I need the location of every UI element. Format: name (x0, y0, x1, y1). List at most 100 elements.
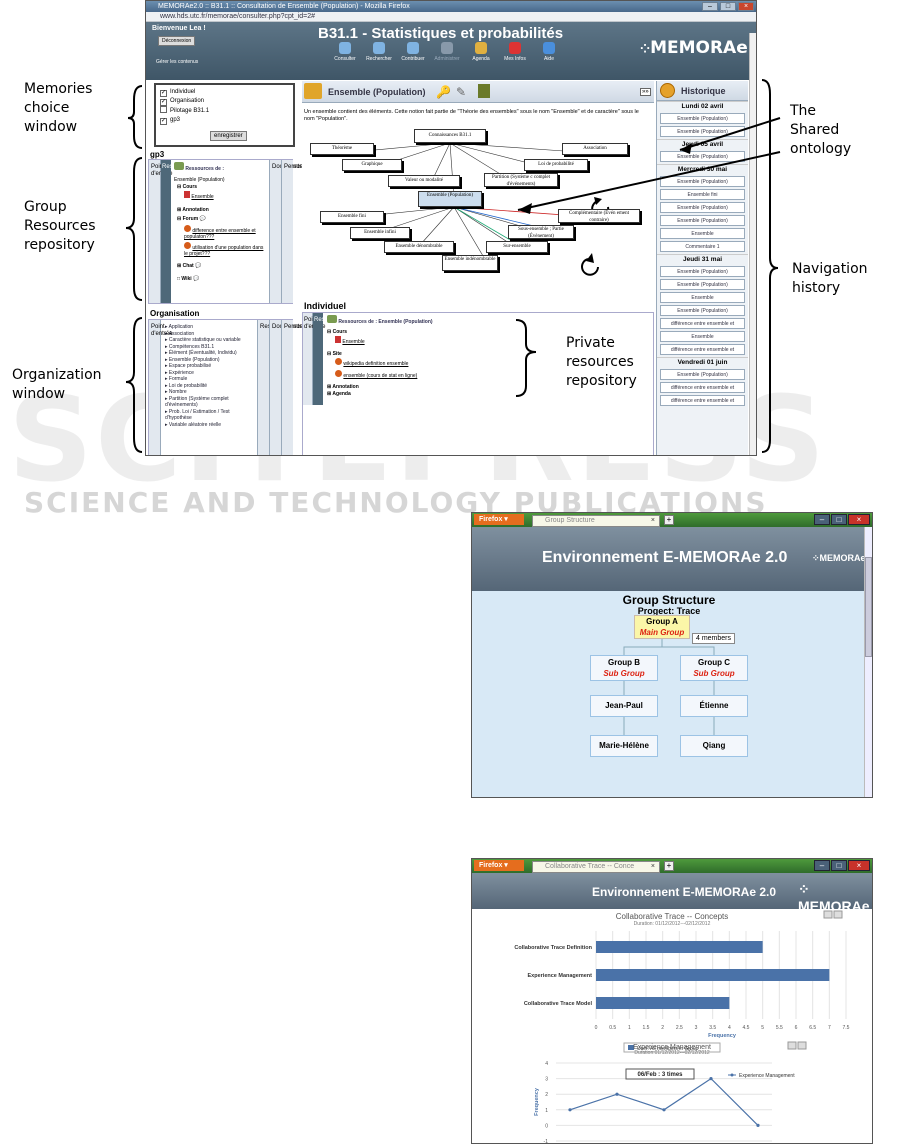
toolbar-0[interactable]: Consulter (328, 42, 362, 62)
node-valeur[interactable]: Valeur ou modalité (388, 175, 460, 187)
search-key-icon[interactable]: 🔑 (436, 85, 451, 99)
node-partition[interactable]: Partition (Système c complet d'événement… (484, 173, 558, 187)
history-item[interactable]: Ensemble (660, 228, 745, 239)
new-tab-button[interactable]: + (664, 861, 674, 871)
private-annotation[interactable]: Annotation (332, 384, 359, 390)
org-item[interactable]: ▸ Élément (Éventualité, Individu) (165, 350, 237, 356)
member-marie-helene[interactable]: Marie-Hélène (590, 735, 658, 757)
close-button[interactable]: × (738, 2, 754, 11)
member-jean-paul[interactable]: Jean-Paul (590, 695, 658, 717)
memory-item[interactable]: ✓Organisation (160, 97, 289, 106)
vtab-resources[interactable]: Ressources (161, 160, 194, 303)
history-item[interactable]: Ensemble (Population) (660, 215, 745, 226)
toolbar-1[interactable]: Rechercher (362, 42, 396, 62)
history-item[interactable]: Ensemble (Population) (660, 279, 745, 290)
memory-item[interactable]: ✓gp3 (160, 116, 289, 125)
history-item[interactable]: différence entre ensemble et (660, 318, 745, 329)
node-theoreme[interactable]: Théorème (310, 143, 374, 155)
history-item[interactable]: Ensemble (Population) (660, 151, 745, 162)
node-root[interactable]: Connaissances B31.1 (414, 129, 486, 143)
org-item[interactable]: ▸ Partition (Système complet d'événement… (165, 395, 229, 409)
toolbar-4[interactable]: Agenda (464, 42, 498, 62)
memory-item[interactable]: ✓Individuel (160, 88, 289, 97)
org-item[interactable]: ▸ Nombre (165, 389, 187, 395)
private-agenda[interactable]: Agenda (332, 391, 351, 397)
url-bar[interactable]: www.hds.utc.fr/memorae/consulter.php?cpt… (146, 12, 756, 22)
toolbar-3[interactable]: Administrer (430, 42, 464, 62)
vtab-documents[interactable]: Documents (269, 160, 302, 303)
history-item[interactable]: Ensemble (660, 292, 745, 303)
manage-contents-link[interactable]: Gérer les contenus (156, 59, 199, 65)
forum-item-1[interactable]: difference entre ensemble et populaton??… (184, 228, 256, 240)
history-item[interactable]: différence entre ensemble et (660, 344, 745, 355)
history-item[interactable]: différence entre ensemble et (660, 395, 745, 406)
toolbar-5[interactable]: Mes Infos (498, 42, 532, 62)
org-item[interactable]: ▸ Application (165, 324, 194, 330)
org-item[interactable]: ▸ Prob. Loi / Estimation / Test d'hypoth… (165, 408, 230, 422)
logout-button[interactable]: Déconnexion (158, 36, 196, 46)
edit-icon[interactable]: ✎ (456, 85, 467, 99)
vtab-persons[interactable]: Personnes (281, 160, 313, 303)
history-item[interactable]: Ensemble fini (660, 189, 745, 200)
org-item[interactable]: ▸ Formule (165, 376, 188, 382)
new-tab-button[interactable]: + (664, 515, 674, 525)
node-fini[interactable]: Ensemble fini (320, 211, 384, 223)
maximize-button[interactable]: □ (720, 2, 736, 11)
tab-close-icon[interactable]: × (650, 863, 655, 870)
member-etienne[interactable]: Étienne (680, 695, 748, 717)
node-sousensemble[interactable]: Sous-ensemble ; Partie (Évènement) (508, 225, 574, 239)
toolbar-2[interactable]: Contribuer (396, 42, 430, 62)
node-infini[interactable]: Ensemble infini (350, 227, 410, 239)
node-ensemble[interactable]: Ensemble (Population) (418, 191, 482, 207)
node-graphique[interactable]: Graphique (342, 159, 402, 171)
forum-item-2[interactable]: utilisation d'une population dans le pro… (184, 245, 264, 257)
org-vtab-entry[interactable]: Point d'entrée (149, 320, 173, 455)
node-complementaire[interactable]: Complémentaire (Évén ement contraire) (558, 209, 640, 223)
history-item[interactable]: Ensemble (Population) (660, 305, 745, 316)
toolbar-6[interactable]: Aide (532, 42, 566, 62)
scrollbar[interactable] (864, 527, 872, 797)
tab-group-structure[interactable]: Group Structure× (532, 515, 660, 527)
history-item[interactable]: Ensemble (Population) (660, 176, 745, 187)
history-item[interactable]: Commentaire 1 (660, 241, 745, 252)
node-indenombrable[interactable]: Ensemble indénombrable (442, 255, 498, 271)
maximize-button[interactable]: □ (831, 514, 847, 525)
forum-label[interactable]: Forum (182, 216, 199, 222)
org-item[interactable]: ▸ Espace probabilisé (165, 363, 212, 369)
org-vtab-persons[interactable]: Personnes (281, 320, 313, 455)
history-item[interactable]: Ensemble (Population) (660, 113, 745, 124)
annotation-label[interactable]: Annotation (182, 207, 209, 213)
memory-checkbox[interactable] (160, 106, 167, 113)
close-button[interactable]: × (848, 860, 870, 871)
history-item[interactable]: Ensemble (Population) (660, 369, 745, 380)
org-item[interactable]: ▸ Variable aléatoire réelle (165, 421, 222, 428)
private-vtab-resources[interactable]: Ressources (313, 313, 346, 405)
history-item[interactable]: différence entre ensemble et (660, 382, 745, 393)
history-item[interactable]: Ensemble (Population) (660, 126, 745, 137)
firefox-menu[interactable]: Firefox ▾ (474, 860, 524, 871)
memory-item[interactable]: Pilotage B31.1 (160, 106, 289, 116)
org-vtab-resources[interactable]: Ressources (257, 320, 292, 455)
memory-checkbox[interactable]: ✓ (160, 118, 167, 125)
scrollbar[interactable] (749, 33, 756, 455)
maximize-button[interactable]: □ (831, 860, 847, 871)
member-qiang[interactable]: Qiang (680, 735, 748, 757)
private-site-link-2[interactable]: ensemble (cours de stat en ligne) (343, 373, 418, 379)
expand-icon[interactable]: »» (640, 88, 651, 96)
chat-label[interactable]: Chat (182, 263, 194, 269)
save-button[interactable]: enregistrer (210, 131, 247, 141)
org-item[interactable]: ▸ Caractère statistique ou variable (165, 337, 241, 343)
minimize-button[interactable]: – (702, 2, 718, 11)
memory-checkbox[interactable]: ✓ (160, 90, 167, 97)
vtab-entry[interactable]: Point d'entrée (149, 160, 173, 303)
minimize-button[interactable]: – (814, 860, 830, 871)
memory-checkbox[interactable]: ✓ (160, 99, 167, 106)
org-item[interactable]: ▸ Ensemble (Population) (165, 356, 220, 363)
tab-close-icon[interactable]: × (650, 517, 655, 524)
tab-collaborative-trace[interactable]: Collaborative Trace -- Conce× (532, 861, 660, 873)
node-denombrable[interactable]: Ensemble dénombrable (384, 241, 454, 253)
org-item[interactable]: ▸ Association (165, 330, 195, 337)
